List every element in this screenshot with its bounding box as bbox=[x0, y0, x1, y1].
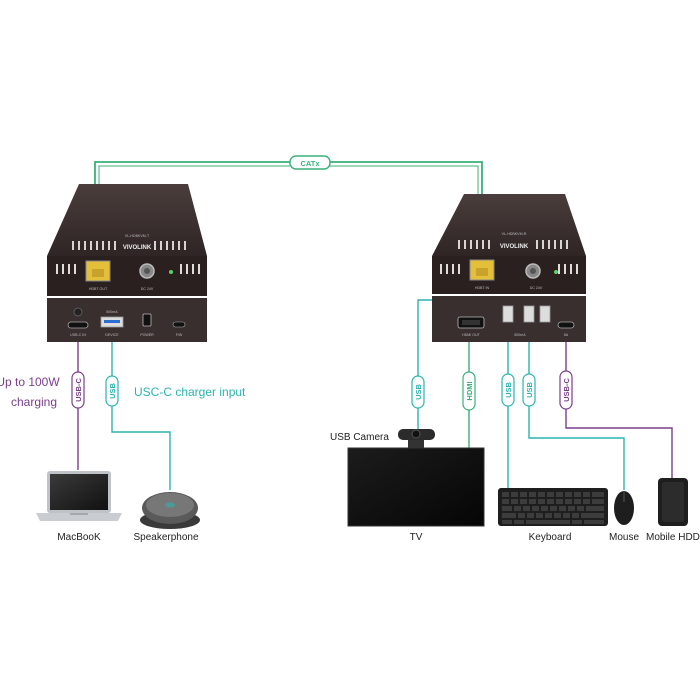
receiver-usb-port-3 bbox=[539, 305, 551, 323]
transmitter-model: VL-HDBKVM-T bbox=[125, 234, 150, 238]
receiver-5a-label: 5A bbox=[564, 333, 569, 337]
receiver-unit: VIVOLINK VL-HDBKVM-R HDBT IN DC 24V HDMI… bbox=[432, 194, 586, 342]
transmitter-brand: VIVOLINK bbox=[123, 245, 152, 251]
transmitter-device-label: DEVICE bbox=[105, 333, 119, 337]
fw-port bbox=[172, 321, 186, 328]
transmitter-indicator-icon bbox=[73, 307, 83, 317]
receiver-model: VL-HDBKVM-R bbox=[502, 232, 527, 236]
receiver-usb-port-2 bbox=[523, 305, 535, 323]
receiver-usb-port-1 bbox=[502, 305, 514, 323]
transmitter-usbc-in-label: USB-C IN bbox=[70, 333, 86, 337]
hdmi-label: HDMI bbox=[465, 381, 474, 400]
speakerphone-icon bbox=[140, 492, 200, 529]
usb-keyboard-label: USB bbox=[504, 382, 513, 398]
charger-input-annotation: USC-C charger input bbox=[134, 385, 246, 399]
macbook-usbc-cable: USB-C bbox=[71, 330, 85, 470]
mouse-label: Mouse bbox=[609, 532, 639, 543]
receiver-vents-top bbox=[458, 240, 568, 249]
macbook-icon bbox=[36, 471, 122, 521]
keyboard-icon bbox=[498, 488, 608, 526]
mobile-hdd-label: Mobile HDD bbox=[646, 532, 700, 543]
usbc-hdd-label: USB-C bbox=[562, 378, 571, 402]
transmitter-device-current: 500mA bbox=[106, 310, 118, 314]
speakerphone-label: Speakerphone bbox=[133, 532, 198, 543]
receiver-usb-current: 500mA bbox=[514, 333, 526, 337]
charging-annotation-line2: charging bbox=[11, 395, 57, 409]
charging-annotation-line1: Up to 100W bbox=[0, 375, 60, 389]
usb-camera-icon bbox=[398, 429, 435, 448]
transmitter-hdbt-out-label: HDBT OUT bbox=[89, 287, 108, 291]
receiver-usbc-port bbox=[557, 321, 575, 329]
macbook-label: MacBooK bbox=[57, 532, 101, 543]
transmitter-side-vents bbox=[56, 264, 200, 274]
usb-mouse-label: USB bbox=[525, 382, 534, 398]
receiver-dc-label: DC 24V bbox=[530, 286, 543, 290]
tv-icon bbox=[347, 447, 485, 527]
receiver-side-vents bbox=[440, 264, 578, 274]
keyboard-usb-cable: USB bbox=[501, 320, 515, 488]
mouse-usb-cable: USB bbox=[522, 320, 625, 490]
transmitter-led-icon bbox=[169, 270, 173, 274]
usb-camera-label: USB Camera bbox=[330, 432, 389, 443]
transmitter-dc-label: DC 24V bbox=[141, 287, 154, 291]
transmitter-power-label: POWER bbox=[140, 333, 154, 337]
usb-tv-label: USB bbox=[414, 384, 423, 400]
transmitter-unit: VIVOLINK VL-HDBKVM-T HDBT OUT DC 24V USB… bbox=[47, 184, 207, 342]
receiver-brand: VIVOLINK bbox=[500, 244, 529, 250]
receiver-led-icon bbox=[554, 270, 558, 274]
keyboard-label: Keyboard bbox=[529, 532, 572, 543]
speakerphone-usb-cable: USB bbox=[105, 330, 171, 490]
transmitter-fw-label: F/W bbox=[176, 333, 183, 337]
mouse-icon bbox=[614, 491, 634, 525]
catx-label: CATx bbox=[300, 159, 320, 168]
transmitter-vents-top bbox=[72, 241, 186, 250]
tv-label: TV bbox=[410, 532, 423, 543]
usbc-in-port bbox=[67, 321, 89, 329]
usb-left-label: USB bbox=[108, 383, 117, 399]
receiver-hdbt-in-label: HDBT IN bbox=[475, 286, 490, 290]
hdmi-cable: HDMI bbox=[462, 330, 476, 450]
power-switch-icon bbox=[142, 313, 152, 327]
mobile-hdd-icon bbox=[658, 478, 688, 526]
catx-tag bbox=[289, 155, 331, 170]
usbc-left-label: USB-C bbox=[74, 378, 83, 402]
receiver-hdmi-out-label: HDMI OUT bbox=[462, 333, 481, 337]
hdd-usbc-cable: USB-C bbox=[559, 330, 673, 478]
